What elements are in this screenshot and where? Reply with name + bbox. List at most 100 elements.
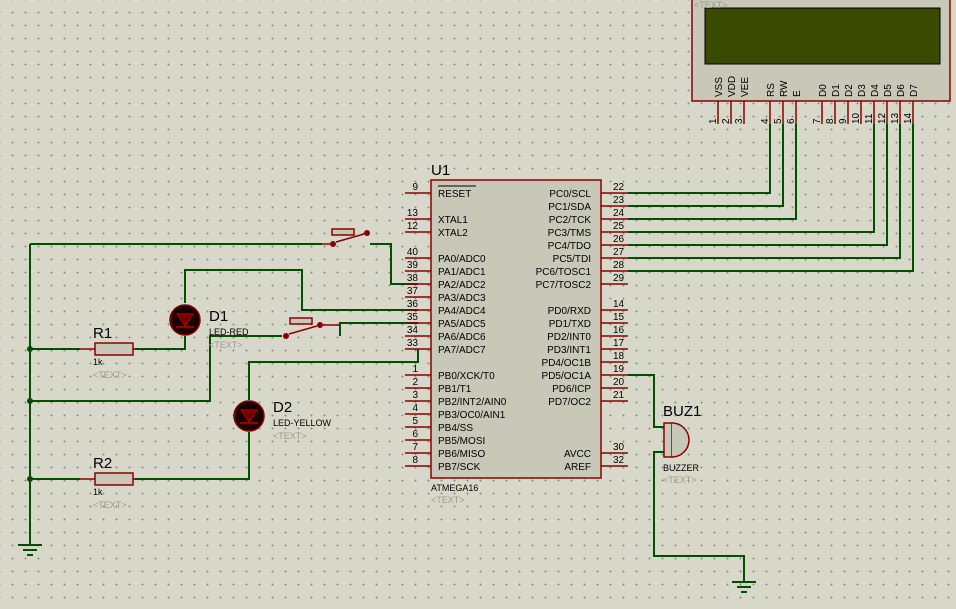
push-button-2[interactable] bbox=[283, 317, 340, 339]
wire-pc5-d6[interactable] bbox=[628, 124, 901, 259]
pin-number: 26 bbox=[613, 234, 625, 245]
wire-pd5-to-buzzer[interactable] bbox=[628, 374, 664, 428]
wire-d2-to-pa7[interactable] bbox=[248, 349, 419, 400]
wire-r1-to-d1[interactable] bbox=[135, 336, 186, 350]
wire-pc1-rw[interactable] bbox=[628, 124, 784, 207]
pin-number: 7 bbox=[412, 442, 418, 453]
pin-name: PA1/ADC1 bbox=[438, 267, 486, 278]
wire-pc3-d4[interactable] bbox=[628, 124, 875, 233]
junction-dot bbox=[27, 476, 33, 482]
pin-number: 40 bbox=[407, 247, 419, 258]
wire-switch1-to-pa2[interactable] bbox=[370, 243, 418, 285]
d2-text-placeholder: <TEXT> bbox=[273, 431, 307, 441]
push-button-1[interactable] bbox=[322, 228, 370, 247]
pin-number: 8 bbox=[412, 455, 418, 466]
lcd-pin-7[interactable]: 7D0 bbox=[812, 84, 829, 124]
lcd-module[interactable]: <TEXT> 1VSS2VDD3VEE4RS5RW6E7D08D19D210D3… bbox=[691, 0, 951, 124]
lcd-pin-6[interactable]: 6E bbox=[786, 90, 803, 124]
wire-switch2-rail[interactable] bbox=[30, 335, 282, 402]
wire-pc2-e[interactable] bbox=[628, 124, 797, 220]
led-d2[interactable]: D2 LED-YELLOW <TEXT> bbox=[233, 399, 332, 441]
wire-r2-to-d2[interactable] bbox=[135, 432, 250, 480]
led-d1[interactable]: D1 LED-RED <TEXT> bbox=[169, 304, 249, 350]
wire-pc6-d7[interactable] bbox=[628, 124, 914, 272]
pin-name: PC2/TCK bbox=[549, 215, 592, 226]
resistor-r1[interactable]: R1 1k <TEXT> bbox=[80, 325, 135, 380]
pin-name: PB3/OC0/AIN1 bbox=[438, 410, 506, 421]
wire-switch2-to-pa5[interactable] bbox=[339, 322, 418, 336]
lcd-pin-8[interactable]: 8D1 bbox=[825, 84, 842, 124]
ground-symbol-left[interactable] bbox=[18, 543, 42, 556]
pin-number: 10 bbox=[851, 112, 862, 124]
wire-d1-to-pa4[interactable] bbox=[184, 269, 418, 311]
switch-contact bbox=[364, 230, 370, 236]
lcd-pin-5[interactable]: 5RW bbox=[773, 80, 790, 124]
wire-buzzer-to-ground[interactable] bbox=[653, 451, 745, 582]
ground-symbol-right[interactable] bbox=[732, 581, 756, 593]
lcd-pin-9[interactable]: 9D2 bbox=[838, 84, 855, 124]
buzzer-buz1[interactable]: BUZ1 BUZZER <TEXT> bbox=[663, 403, 701, 485]
atmega16-mcu[interactable]: U1 ATMEGA16 <TEXT> 9RESET13XTAL112XTAL24… bbox=[405, 162, 628, 505]
pin-number: 1 bbox=[708, 118, 719, 124]
switch-button bbox=[331, 228, 355, 236]
switch-contact bbox=[330, 241, 336, 247]
pin-number: 33 bbox=[407, 338, 419, 349]
pin-number: 24 bbox=[613, 208, 625, 219]
resistor-r2[interactable]: R2 1k <TEXT> bbox=[80, 455, 135, 510]
wire-pc0-rs[interactable] bbox=[628, 124, 771, 194]
pin-name: PA7/ADC7 bbox=[438, 345, 486, 356]
pin-number: 13 bbox=[890, 112, 901, 124]
lcd-pin-4[interactable]: 4RS bbox=[760, 83, 777, 124]
pin-number: 35 bbox=[407, 312, 419, 323]
wire-pc4-d5[interactable] bbox=[628, 124, 888, 246]
pin-number: 8 bbox=[825, 118, 836, 124]
pin-number: 21 bbox=[613, 390, 625, 401]
pin-number: 9 bbox=[412, 182, 418, 193]
